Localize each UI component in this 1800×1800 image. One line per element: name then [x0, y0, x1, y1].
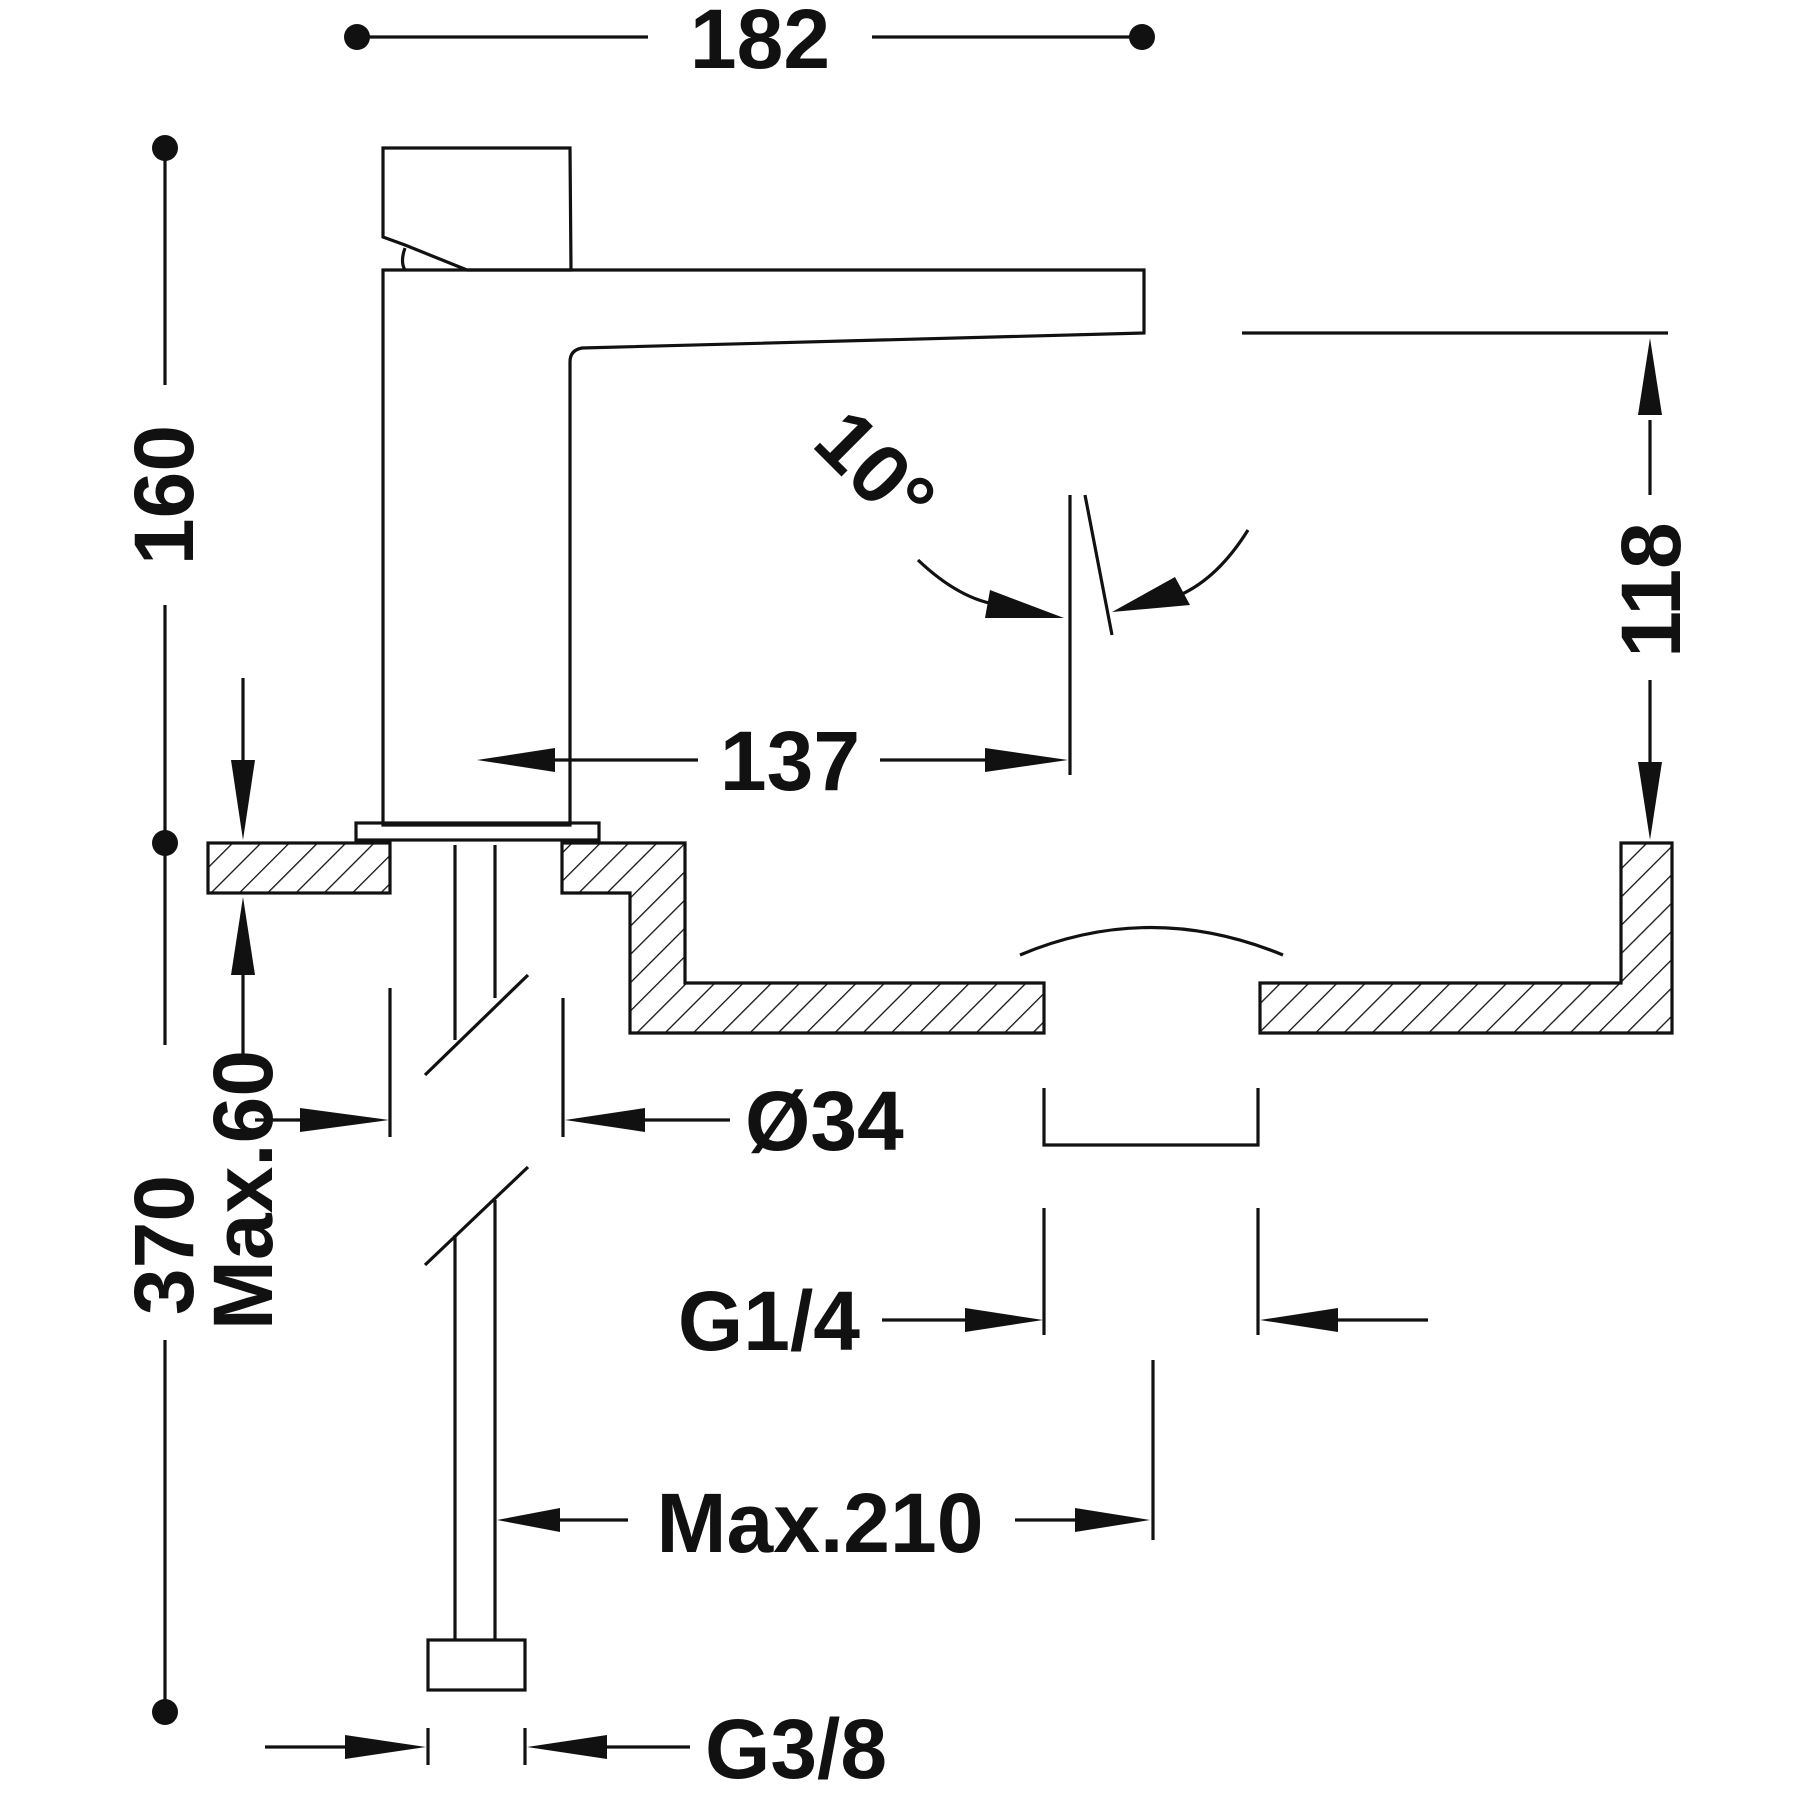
supply-connector [426, 1638, 527, 1692]
label-hole-diameter: Ø34 [745, 1074, 904, 1168]
supply-hose [388, 845, 565, 1692]
label-spout-reach: 137 [720, 714, 860, 808]
countertop-left [206, 841, 392, 895]
label-overall-width: 182 [690, 0, 830, 86]
lever-handle [381, 146, 573, 272]
dim-deck-thickness: Max.60 [196, 678, 290, 1330]
base-plate [354, 821, 601, 842]
dim-spout-angle: 10° [797, 391, 1250, 636]
faucet-column-spout [381, 268, 1146, 827]
dim-waste-thread: G1/4 [678, 1274, 1428, 1368]
label-spout-angle: 10° [797, 391, 953, 547]
label-hose-distance: Max.210 [657, 1476, 984, 1570]
basin-right-wall [1258, 841, 1674, 1035]
label-clearance-height: 118 [1604, 522, 1698, 658]
label-total-height: 370 [117, 1175, 211, 1315]
dim-hose-distance: Max.210 [497, 1360, 1155, 1570]
label-spout-height: 160 [117, 425, 211, 565]
label-deck-thickness: Max.60 [196, 1050, 290, 1330]
dim-hole-diameter: Ø34 [255, 1074, 904, 1168]
dim-supply-thread: G3/8 [265, 1702, 887, 1796]
countertop-section [206, 841, 1674, 1335]
drain-body [1042, 1088, 1260, 1147]
dim-overall-width: 182 [344, 0, 1155, 86]
faucet-body [354, 146, 1146, 842]
basin-left-wall [560, 841, 1046, 1035]
label-supply-thread: G3/8 [705, 1702, 887, 1796]
dim-spout-height: 160 [117, 135, 211, 856]
dim-spout-reach: 137 [477, 495, 1072, 808]
label-waste-thread: G1/4 [678, 1274, 860, 1368]
dim-total-height: 370 [117, 843, 211, 1725]
lever-pivot [400, 247, 407, 271]
drain-arc [1019, 925, 1284, 957]
dim-clearance-height: 118 [1242, 331, 1698, 840]
